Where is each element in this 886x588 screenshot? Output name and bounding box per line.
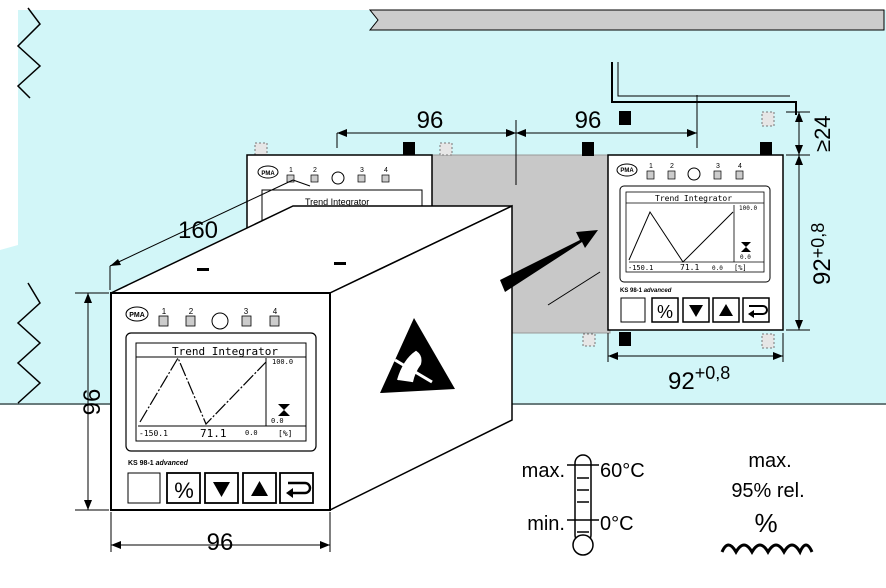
dim-front-width: 96 (207, 529, 234, 556)
clip-black (403, 142, 415, 156)
break-line-top (16, 7, 42, 99)
clip-black (619, 332, 631, 346)
brand-badge-back (257, 165, 279, 179)
panel-bracket-inner (617, 62, 790, 97)
unit-right: [%] (734, 264, 747, 272)
brand-badge-right (616, 163, 638, 177)
clip-marker (254, 142, 268, 156)
led-label-back: 1 (289, 167, 293, 174)
humidity-range: max. 95% rel. % (720, 450, 814, 556)
value-left-right: -150.1 (628, 264, 653, 272)
percent-key-front (166, 472, 201, 504)
panel-bracket (611, 62, 797, 115)
model-front: KS 98-1 advanced (128, 460, 189, 467)
scale-max-right: 100.0 (739, 205, 757, 212)
brand-front: PMA (129, 312, 145, 319)
clip-marker (582, 333, 596, 347)
down-arrow-icon-front (213, 482, 230, 497)
led-label-front: 4 (273, 307, 278, 316)
led-label-back: 3 (360, 167, 364, 174)
led-label-right: 2 (670, 163, 674, 170)
led-label-front: 3 (244, 307, 249, 316)
clip-marker (439, 142, 453, 156)
scale-min-front: 0.0 (271, 417, 284, 425)
led-label-front: 2 (189, 307, 194, 316)
temp-min-value: 0°C (600, 513, 634, 535)
temp-max-value: 60°C (600, 460, 645, 482)
screen-title-back: Trend Integrator (305, 197, 369, 207)
hourglass-icon (278, 404, 290, 416)
enter-key-front (279, 472, 314, 504)
brand-right: PMA (620, 168, 634, 174)
dim-cutout-height: 92+0,8 (808, 223, 836, 285)
temp-min-label: min. (527, 513, 565, 535)
led-label-right: 1 (649, 163, 653, 170)
led-label-back: 2 (313, 167, 317, 174)
dim-min-gap: ≥24 (810, 115, 835, 152)
clip-marker (761, 333, 775, 349)
temp-max-label: max. (522, 460, 565, 482)
down-arrow-icon (689, 305, 703, 317)
value-center-right: 71.1 (680, 263, 699, 272)
dim-spacing-1: 96 (417, 107, 444, 134)
led-ring-front (211, 312, 229, 330)
trend-curve (139, 356, 267, 426)
led-ring-back (331, 171, 345, 185)
led-ring-right (687, 167, 701, 181)
screen-title-front: Trend Integrator (172, 345, 278, 358)
scale-max-front: 100.0 (272, 358, 293, 366)
dim-cutout-width: 92+0,8 (668, 363, 730, 395)
scale-min-right: 0.0 (740, 254, 751, 261)
led-label-right: 4 (738, 163, 742, 170)
panel-top-strip (368, 9, 885, 31)
up-arrow-icon-front (251, 481, 268, 496)
dim-depth: 160 (178, 217, 218, 244)
brand-back: PMA (261, 171, 275, 177)
humidity-line1: max. (748, 450, 791, 472)
value-right-right: 0.0 (712, 265, 723, 272)
dim-spacing-2: 96 (575, 107, 602, 134)
clip-marker (761, 111, 775, 127)
model-right: KS 98-1 advanced (620, 288, 672, 294)
water-wave-icon (720, 543, 814, 556)
screen-title-right: Trend Integrator (655, 194, 732, 203)
enter-icon-front (288, 481, 312, 495)
humidity-line2: 95% rel. (731, 480, 804, 502)
blank-key-right (620, 297, 646, 323)
break-line-bottom (16, 282, 42, 404)
insert-direction-arrow (500, 230, 598, 292)
clip-black (582, 142, 594, 156)
percent-key-glyph-front: % (174, 478, 194, 503)
thermometer-icon (567, 454, 599, 556)
percent-key-glyph: % (657, 302, 673, 322)
enter-key-right (742, 297, 770, 323)
clip-black (619, 111, 631, 125)
led-label-right: 3 (716, 163, 720, 170)
unit-front: [%] (278, 429, 292, 438)
value-center-front: 71.1 (200, 427, 227, 440)
clip-black (760, 142, 772, 156)
value-right-front: 0.0 (245, 429, 258, 437)
device-mounted-right: PMA 1 2 3 4 Trend Integrator 100.0 0.0 -… (607, 154, 784, 331)
dim-front-height: 96 (79, 389, 106, 416)
led-label-back: 4 (384, 167, 388, 174)
percent-key-right (651, 297, 679, 323)
humidity-symbol: % (754, 508, 777, 538)
temperature-range: max. 60°C min. 0°C (522, 454, 645, 556)
enter-icon (749, 305, 768, 315)
brand-badge-front (125, 306, 149, 322)
up-arrow-icon (719, 304, 733, 316)
device-front: PMA 1 2 3 4 Trend Integrator 100.0 0.0 -… (110, 204, 513, 512)
dimension-arrowheads (84, 112, 803, 549)
led-label-front: 1 (162, 307, 167, 316)
blank-key-front (127, 472, 161, 504)
insert-guide-line (547, 271, 601, 306)
value-left-front: -150.1 (139, 429, 168, 438)
